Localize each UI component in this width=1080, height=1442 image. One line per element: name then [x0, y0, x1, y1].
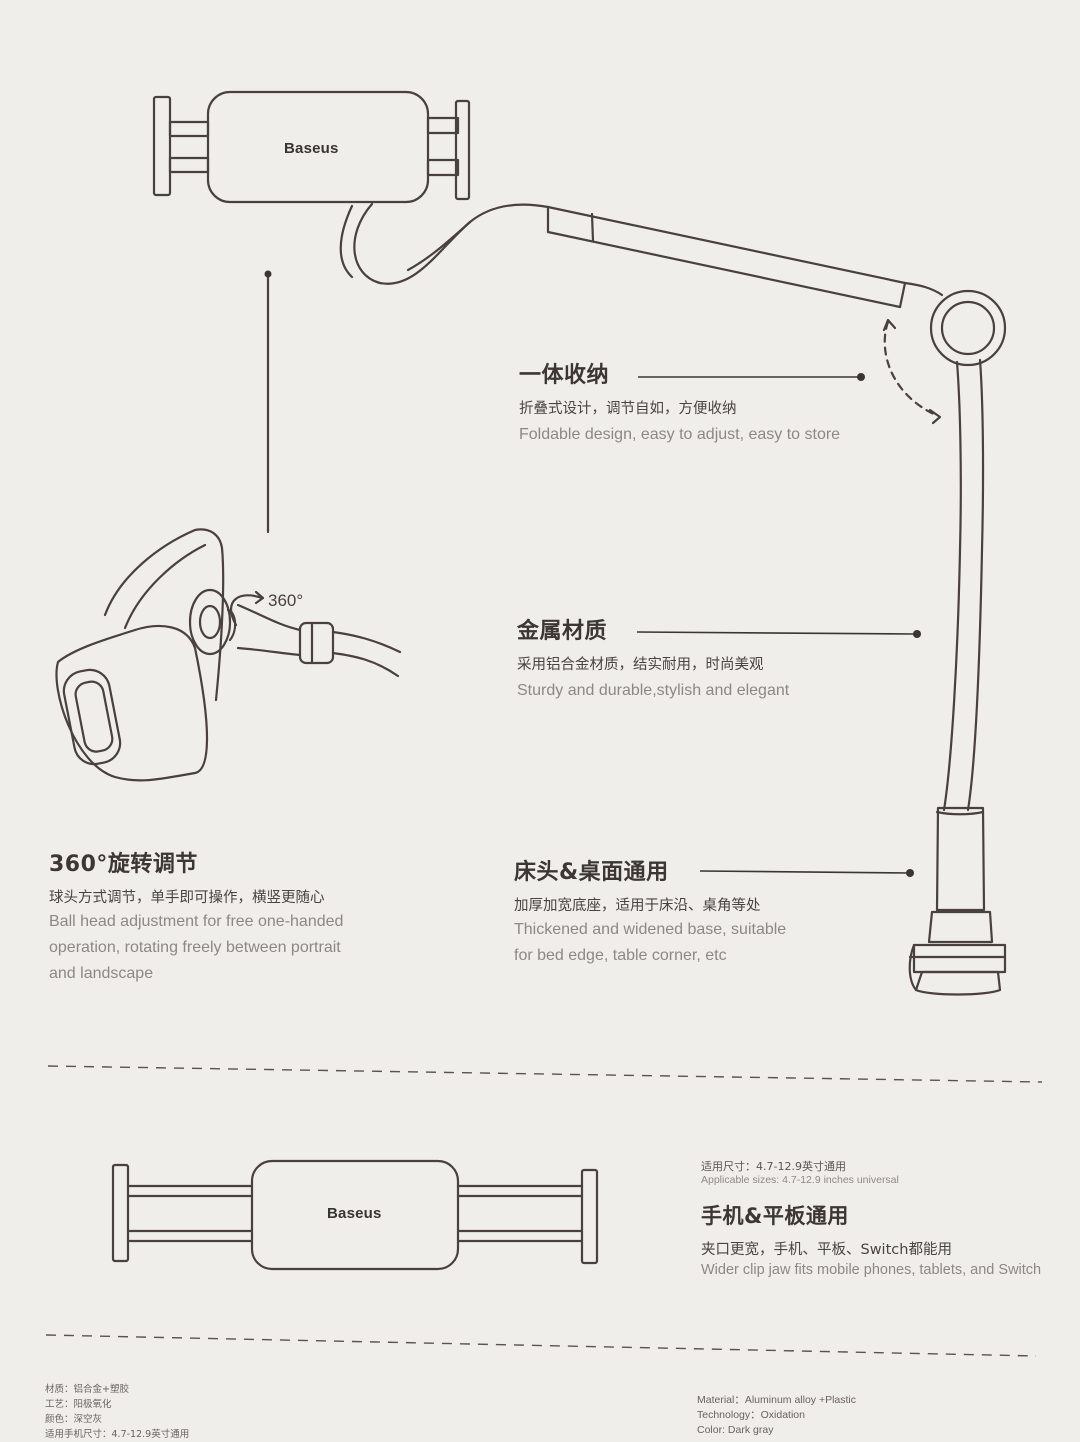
spec-technology-en: Technology：Oxidation [697, 1409, 805, 1421]
base-clamp-illustration [908, 806, 1007, 996]
feature-base: 床头&桌面通用 加厚加宽底座，适用于床沿、桌角等处 Thickened and … [514, 854, 786, 969]
feature-rotation-en-line1: Ball head adjustment for free one-handed [49, 913, 344, 930]
feature-universal-en: Wider clip jaw fits mobile phones, table… [701, 1262, 1042, 1278]
feature-base-cn: 加厚加宽底座，适用于床沿、桌角等处 [514, 898, 761, 914]
feature-material: 金属材质 采用铝合金材质，结实耐用，时尚美观 Sturdy and durabl… [517, 613, 789, 704]
feature-rotation-title: 360°旋转调节 [49, 852, 198, 877]
feature-universal-size-en: Applicable sizes: 4.7-12.9 inches univer… [701, 1174, 899, 1186]
feature-universal-cn: 夹口更宽，手机、平板、Switch都能用 [701, 1242, 952, 1258]
feature-base-en-line2: for bed edge, table corner, etc [514, 947, 727, 964]
feature-base-en-line1: Thickened and widened base, suitable [514, 921, 787, 938]
spec-material-en: Material：Aluminum alloy +Plastic [697, 1394, 857, 1406]
specs-en: Material：Aluminum alloy +Plastic Technol… [697, 1393, 856, 1438]
spec-color-cn: 颜色：深空灰 [45, 1414, 103, 1425]
brand-logo-bottom: Baseus [327, 1205, 382, 1222]
feature-rotation-en-line3: and landscape [49, 965, 154, 982]
feature-storage-title: 一体收纳 [519, 363, 610, 388]
top-clamp-illustration [152, 90, 471, 204]
brand-logo-top: Baseus [284, 140, 339, 157]
rotation-mark: 360° [268, 591, 304, 610]
feature-universal: 适用尺寸：4.7-12.9英寸通用 Applicable sizes: 4.7-… [701, 1158, 1041, 1281]
feature-storage: 一体收纳 折叠式设计，调节自如，方便收纳 Foldable design, ea… [519, 357, 840, 448]
feature-storage-en: Foldable design, easy to adjust, easy to… [519, 426, 841, 443]
section-dividers [45, 1065, 1043, 1357]
specs-cn: 材质：铝合金+塑胶 工艺：阳极氧化 颜色：深空灰 适用手机尺寸：4.7-12.9… [45, 1382, 189, 1442]
callout-leaders [636, 376, 916, 874]
spec-material-cn: 材质：铝合金+塑胶 [45, 1384, 129, 1395]
ball-joint-illustration [55, 272, 402, 782]
bottom-clamp-illustration [111, 1159, 599, 1271]
feature-material-cn: 采用铝合金材质，结实耐用，时尚美观 [517, 657, 764, 673]
feature-material-title: 金属材质 [517, 619, 608, 644]
feature-universal-title: 手机&平板通用 [701, 1204, 849, 1228]
feature-storage-cn: 折叠式设计，调节自如，方便收纳 [519, 401, 737, 417]
feature-universal-size-cn: 适用尺寸：4.7-12.9英寸通用 [701, 1160, 846, 1173]
spec-color-en: Color: Dark gray [697, 1424, 774, 1436]
spec-technology-cn: 工艺：阳极氧化 [45, 1399, 112, 1410]
feature-base-title: 床头&桌面通用 [514, 860, 669, 885]
feature-rotation-en-line2: operation, rotating freely between portr… [49, 939, 341, 956]
spec-size-cn: 适用手机尺寸：4.7-12.9英寸通用 [45, 1429, 190, 1440]
feature-rotation-cn: 球头方式调节，单手即可操作，横竖更随心 [49, 890, 325, 906]
gooseneck-arm-illustration [339, 202, 1007, 812]
feature-material-en: Sturdy and durable,stylish and elegant [517, 682, 790, 699]
feature-rotation: 360°旋转调节 球头方式调节，单手即可操作，横竖更随心 Ball head a… [49, 846, 343, 987]
